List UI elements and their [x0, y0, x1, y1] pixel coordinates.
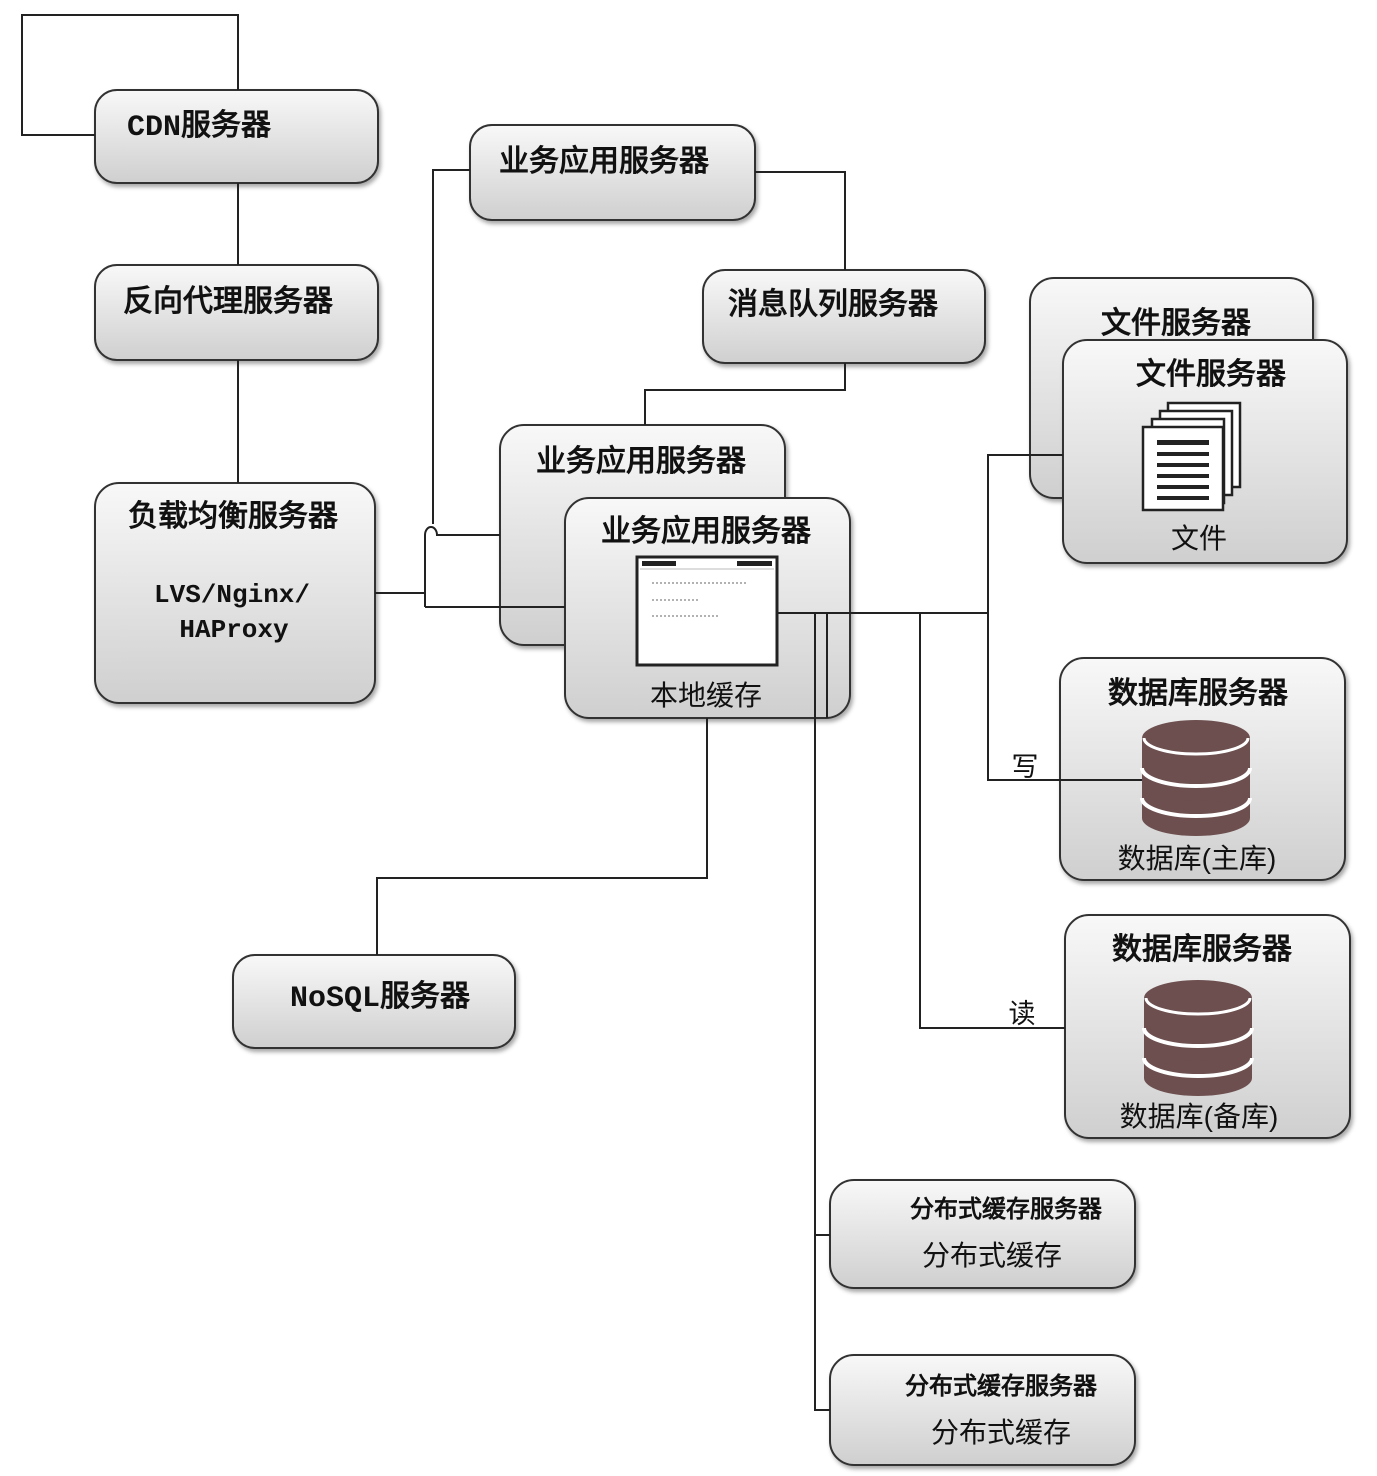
app-server-back-title: 业务应用服务器: [536, 444, 747, 478]
load-balancer-software-line1: LVS/Nginx/: [154, 580, 310, 610]
connector-to-distributed-cache: [814, 613, 830, 1411]
window-icon: [635, 555, 779, 667]
reverse-proxy-server-title: 反向代理服务器: [123, 285, 334, 318]
edge-label-write: 写: [1012, 752, 1039, 782]
db-master-caption: 数据库(主库): [1118, 843, 1277, 874]
load-balancer-server-title: 负载均衡服务器: [128, 500, 339, 533]
reverse-proxy-server-box: [94, 264, 379, 361]
node-labels: CDN服务器 反向代理服务器 负载均衡服务器 LVS/Nginx/ HAProx…: [123, 109, 1293, 1448]
nosql-server-title: NoSQL服务器: [290, 980, 471, 1016]
connector-load-balancer-to-app-top: [432, 169, 470, 524]
database-icon: [1140, 720, 1252, 836]
edge-label-read: 读: [1009, 999, 1036, 1029]
database-icon: [1142, 980, 1254, 1096]
connector-load-balancer-to-app-back: [424, 526, 500, 607]
connector-app-top-to-message-queue: [755, 171, 846, 270]
file-caption: 文件: [1171, 523, 1227, 554]
connectors: [21, 14, 1143, 1411]
message-queue-server-title: 消息队列服务器: [728, 287, 939, 321]
distributed-cache-2-caption: 分布式缓存: [931, 1417, 1071, 1448]
file-server-back-title: 文件服务器: [1101, 306, 1252, 340]
db-server-master-title: 数据库服务器: [1108, 677, 1289, 710]
connector-app-front-to-nosql: [376, 718, 708, 955]
db-server-slave-title: 数据库服务器: [1112, 933, 1293, 966]
distributed-cache-1-caption: 分布式缓存: [922, 1240, 1062, 1271]
load-balancer-software-line2: HAProxy: [179, 615, 289, 645]
distributed-cache-server-2-box: [829, 1354, 1136, 1466]
connector-to-file-server: [987, 454, 1143, 781]
file-server-front-title: 文件服务器: [1136, 357, 1287, 391]
local-cache-caption: 本地缓存: [650, 680, 762, 711]
distributed-cache-server-2-title: 分布式缓存服务器: [905, 1372, 1098, 1400]
connector-cdn-loop: [21, 14, 239, 136]
cdn-server-box: [94, 89, 379, 184]
connector-to-db-slave: [919, 613, 1065, 1029]
document-stack-icon: [1141, 401, 1242, 512]
connector-message-queue-to-app-back: [644, 363, 846, 425]
app-server-top-title: 业务应用服务器: [499, 144, 710, 178]
db-slave-caption: 数据库(备库): [1120, 1101, 1279, 1132]
distributed-cache-server-1-title: 分布式缓存服务器: [910, 1195, 1103, 1223]
nosql-server-box: [232, 954, 516, 1049]
app-server-front-title: 业务应用服务器: [601, 514, 812, 548]
cdn-server-title: CDN服务器: [127, 109, 272, 145]
